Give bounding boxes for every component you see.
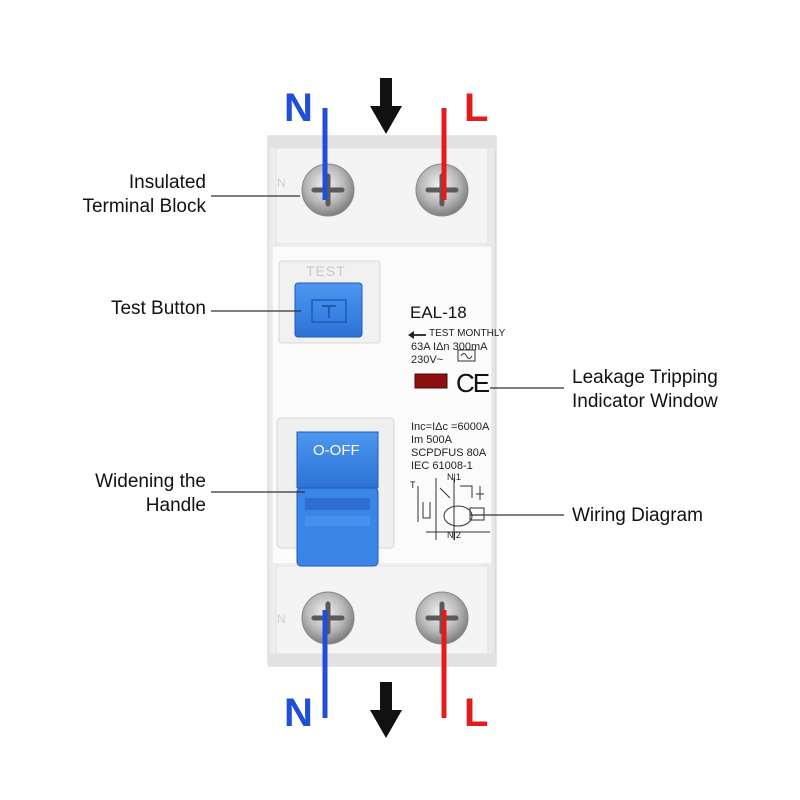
diagram-bottom-label: N|2 xyxy=(447,530,461,540)
callout-leaders xyxy=(211,195,564,516)
spec-line: Inc=IΔc =6000A xyxy=(411,421,490,433)
leakage-indicator-window xyxy=(414,373,448,389)
ac-symbol-icon xyxy=(457,349,476,362)
test-button xyxy=(294,282,363,338)
model-label: EAL-18 xyxy=(410,303,467,322)
breaker-body xyxy=(267,135,497,667)
test-monthly-label: TEST MONTHLY xyxy=(429,328,506,339)
diagram-t-label: T xyxy=(410,480,416,490)
diagram-top-label: N|1 xyxy=(447,472,461,482)
terminal-label-line-bottom: L xyxy=(464,691,489,735)
terminal-screw-icon xyxy=(301,163,355,217)
spec-line: SCPDFUS 80A xyxy=(411,447,487,459)
terminal-label-neutral-top: N xyxy=(284,86,313,130)
callout-test-button: Test Button xyxy=(110,298,206,319)
embossed-n-mark: N xyxy=(277,612,286,626)
wiring-diagram-schematic xyxy=(417,478,490,540)
arrow-down-icon xyxy=(370,78,402,134)
ce-mark: CE xyxy=(456,368,490,398)
voltage-label: 230V~ xyxy=(411,354,444,366)
arrow-left-icon xyxy=(408,331,426,339)
terminal-label-neutral-bottom: N xyxy=(284,691,313,735)
terminal-label-line-top: L xyxy=(464,86,489,130)
callout-wiring-diagram: Wiring Diagram xyxy=(572,505,703,526)
spec-line: Im 500A xyxy=(411,434,452,446)
embossed-n-mark: N xyxy=(277,176,286,190)
callout-leakage-indicator: Leakage Tripping Indicator Window xyxy=(572,367,718,412)
callout-handle: Widening the Handle xyxy=(95,471,206,516)
test-embossed-label: TEST xyxy=(306,263,346,279)
spec-line: IEC 61008-1 xyxy=(411,460,473,472)
rating-label: 63A IΔn 300mA xyxy=(411,341,488,353)
arrow-down-icon xyxy=(370,682,402,738)
terminal-screw-icon xyxy=(301,591,355,645)
handle-lever xyxy=(296,431,379,567)
callout-insulated-terminal: Insulated Terminal Block xyxy=(82,172,206,217)
handle-label: O-OFF xyxy=(313,442,360,459)
